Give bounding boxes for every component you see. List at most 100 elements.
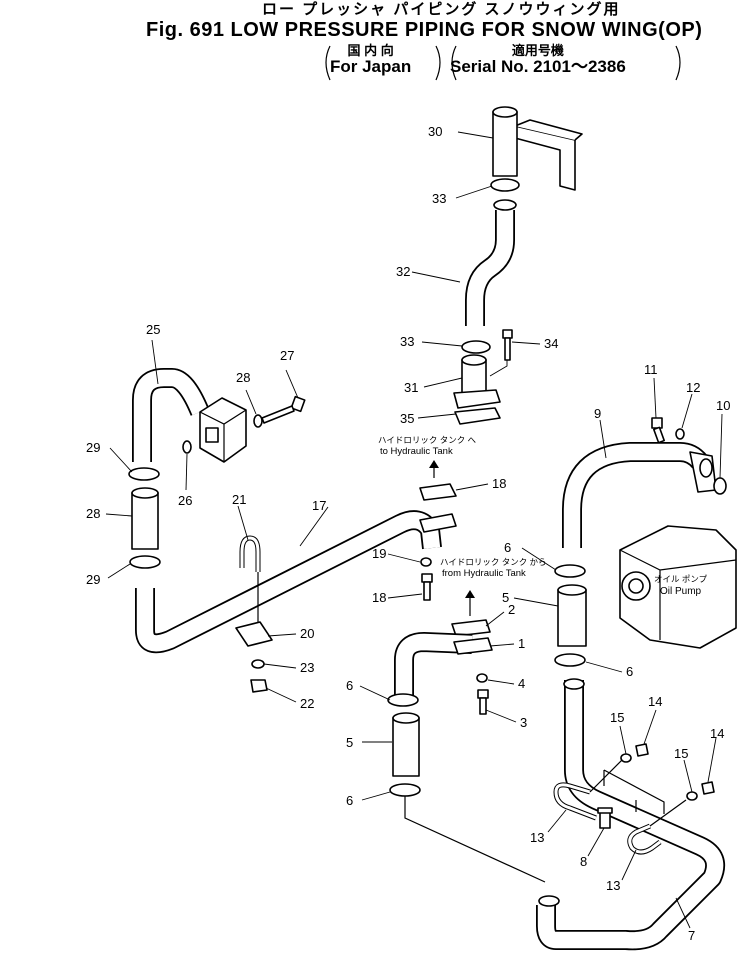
callout-8: 8 <box>580 854 587 869</box>
part-9-curved-pipe <box>562 442 717 548</box>
routing-line <box>404 796 546 883</box>
serial-note: 適用号機 Serial No. 2101～2386 <box>450 44 626 75</box>
part-34-bolt <box>489 329 513 377</box>
part-18-bolt <box>421 573 433 601</box>
part-26-bolt <box>261 395 306 424</box>
callout-32: 32 <box>396 264 410 279</box>
from-tank-label-jp: ハイドロリック タンク から <box>440 557 547 567</box>
callout-19: 19 <box>372 546 386 561</box>
part-20-bracket <box>235 621 273 647</box>
callout-13-b: 13 <box>606 878 620 893</box>
part-29-lower-clamp <box>129 555 161 569</box>
part-2-gasket <box>451 619 491 637</box>
callout-9: 9 <box>594 406 601 421</box>
part-24-elbow-pipe <box>132 368 210 462</box>
part-13-u-bolt-b <box>627 799 687 855</box>
title-japanese: ロー プレッシャ パイピング スノウウィング用 <box>262 1 621 18</box>
callout-15-a: 15 <box>610 710 624 725</box>
header-brackets <box>325 45 681 81</box>
part-35-gasket <box>454 407 501 425</box>
part-6-clamp-c <box>554 564 586 578</box>
callout-15-b: 15 <box>674 746 688 761</box>
part-16-long-pipe <box>135 510 457 654</box>
callout-30: 30 <box>428 124 442 139</box>
callout-24: 25 <box>146 322 160 337</box>
part-12-washer <box>675 428 685 440</box>
destination-label: For Japan <box>330 56 412 76</box>
callout-6-b: 6 <box>346 793 353 808</box>
oil-pump-label-jp: オイル ポンプ <box>654 574 708 584</box>
part-10-o-ring <box>713 477 727 495</box>
callout-14-b: 14 <box>710 726 724 741</box>
callout-5-b: 5 <box>502 590 509 605</box>
part-5-hose-b <box>557 584 587 647</box>
serial-range: Serial No. 2101～2386 <box>450 56 626 76</box>
part-11-bolt <box>651 417 666 444</box>
callout-1: 1 <box>518 636 525 651</box>
part-28-hose <box>131 487 159 550</box>
callout-23: 23 <box>300 660 314 675</box>
part-25-o-ring <box>182 440 192 454</box>
leader-lines <box>105 131 723 929</box>
part-22-nut <box>250 679 268 693</box>
callout-4: 4 <box>518 676 525 691</box>
serial-japanese: 適用号機 <box>511 43 564 58</box>
callout-31: 31 <box>404 380 418 395</box>
callout-25: 26 <box>178 493 192 508</box>
destination-note: 国 内 向 For Japan <box>330 44 411 75</box>
part-7-long-pipe <box>536 678 725 951</box>
part-15-washer-a <box>620 753 632 763</box>
callout-35: 35 <box>400 411 414 426</box>
part-14-nut-a <box>635 743 649 757</box>
callout-29-lower: 29 <box>86 572 100 587</box>
part-13-u-bolt-a <box>553 757 625 821</box>
callout-22: 22 <box>300 696 314 711</box>
part-33-lower-clamp <box>461 340 491 354</box>
callout-3: 3 <box>520 715 527 730</box>
callout-27: 28 <box>236 370 250 385</box>
to-tank-label-jp: ハイドロリック タンク へ <box>378 435 477 445</box>
callout-20: 20 <box>300 626 314 641</box>
part-30-pipe-with-bracket <box>492 106 583 191</box>
part-23-washer <box>251 659 265 669</box>
part-3-bolt <box>477 689 489 715</box>
callout-26: 27 <box>280 348 294 363</box>
part-31-flange-elbow <box>453 354 501 409</box>
figure-title: Fig. 691 LOW PRESSURE PIPING FOR SNOW WI… <box>146 19 703 41</box>
callout-34: 34 <box>544 336 558 351</box>
part-32-curved-hose <box>465 199 517 326</box>
callout-numbers: 30 33 32 33 34 31 35 18 17 21 25 27 28 2… <box>86 124 730 943</box>
callout-2: 2 <box>508 602 515 617</box>
callout-7: 7 <box>688 928 695 943</box>
part-15-washer-b <box>686 791 698 801</box>
callout-33-upper: 33 <box>432 191 446 206</box>
part-6-clamp-d <box>554 653 586 667</box>
part-24-block <box>199 397 247 463</box>
callout-17: 18 <box>492 476 506 491</box>
part-4-washer <box>476 673 488 683</box>
callout-11: 11 <box>644 362 658 377</box>
part-6-clamp-b <box>389 783 421 797</box>
callout-16: 17 <box>312 498 326 513</box>
part-1-elbow-pipe <box>394 632 493 700</box>
callout-18: 18 <box>372 590 386 605</box>
callout-13-a: 13 <box>530 830 544 845</box>
callout-14-a: 14 <box>648 694 662 709</box>
part-8-plug <box>597 807 613 829</box>
arrow-from-hydraulic-tank: ハイドロリック タンク から from Hydraulic Tank <box>440 557 547 616</box>
callout-21: 21 <box>232 492 246 507</box>
callout-6-a: 6 <box>346 678 353 693</box>
part-19-washer <box>420 557 432 567</box>
arrow-to-hydraulic-tank: ハイドロリック タンク へ to Hydraulic Tank <box>378 435 477 478</box>
part-27-washer <box>253 414 263 428</box>
part-33-upper-clamp <box>490 178 520 192</box>
oil-pump: オイル ポンプ Oil Pump <box>619 525 737 649</box>
callout-10: 10 <box>716 398 730 413</box>
callout-28: 28 <box>86 506 100 521</box>
part-14-nut-b <box>701 781 715 795</box>
from-tank-label: from Hydraulic Tank <box>442 568 526 579</box>
callout-29-upper: 29 <box>86 440 100 455</box>
callout-12: 12 <box>686 380 700 395</box>
callout-33-lower: 33 <box>400 334 414 349</box>
